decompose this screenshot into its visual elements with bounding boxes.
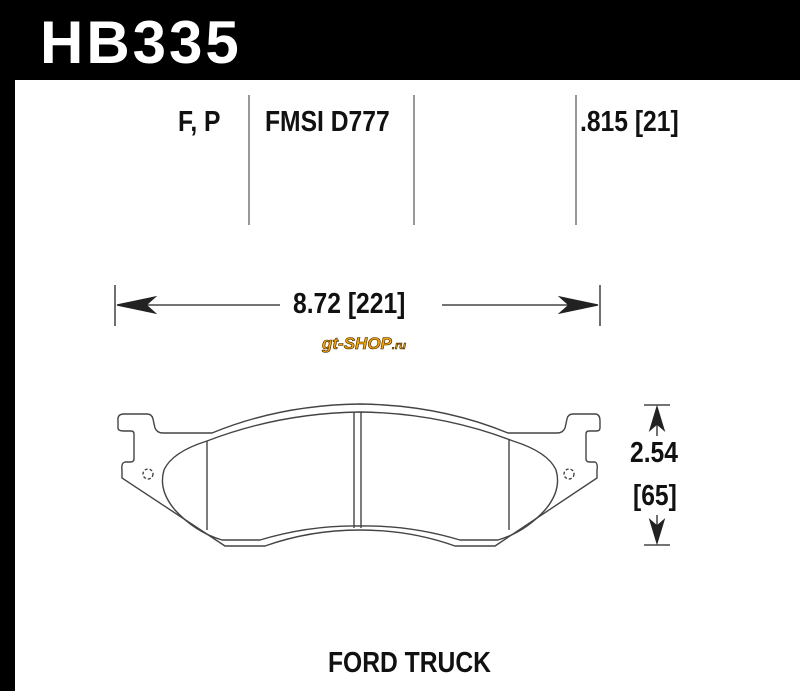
hole-icon xyxy=(563,468,575,480)
position-label: F, P xyxy=(178,106,221,138)
friction-material xyxy=(161,411,559,541)
watermark-main: gt-SHOP xyxy=(322,334,392,354)
watermark-logo: gt-SHOP.ru xyxy=(322,334,407,354)
height-in-label: 2.54 xyxy=(630,437,678,469)
brake-pad xyxy=(117,403,601,547)
hole-icon xyxy=(142,468,154,480)
width-dimension xyxy=(114,285,601,326)
thickness-label: .815 [21] xyxy=(580,106,679,138)
application-label: FORD TRUCK xyxy=(328,647,491,679)
arrow-right-icon xyxy=(557,295,599,315)
part-number: HB335 xyxy=(40,9,242,76)
arrow-left-icon xyxy=(116,295,158,315)
height-mm-label: [65] xyxy=(633,480,677,512)
left-frame-bar xyxy=(0,0,15,691)
fmsi-label: FMSI D777 xyxy=(265,106,390,138)
arrow-up-icon xyxy=(648,404,666,432)
width-label: 8.72 [221] xyxy=(293,288,406,320)
backing-plate xyxy=(117,403,601,547)
watermark-suffix: .ru xyxy=(391,340,407,353)
arrow-down-icon xyxy=(648,518,666,546)
header-bar xyxy=(0,0,800,80)
height-dimension xyxy=(644,404,670,546)
